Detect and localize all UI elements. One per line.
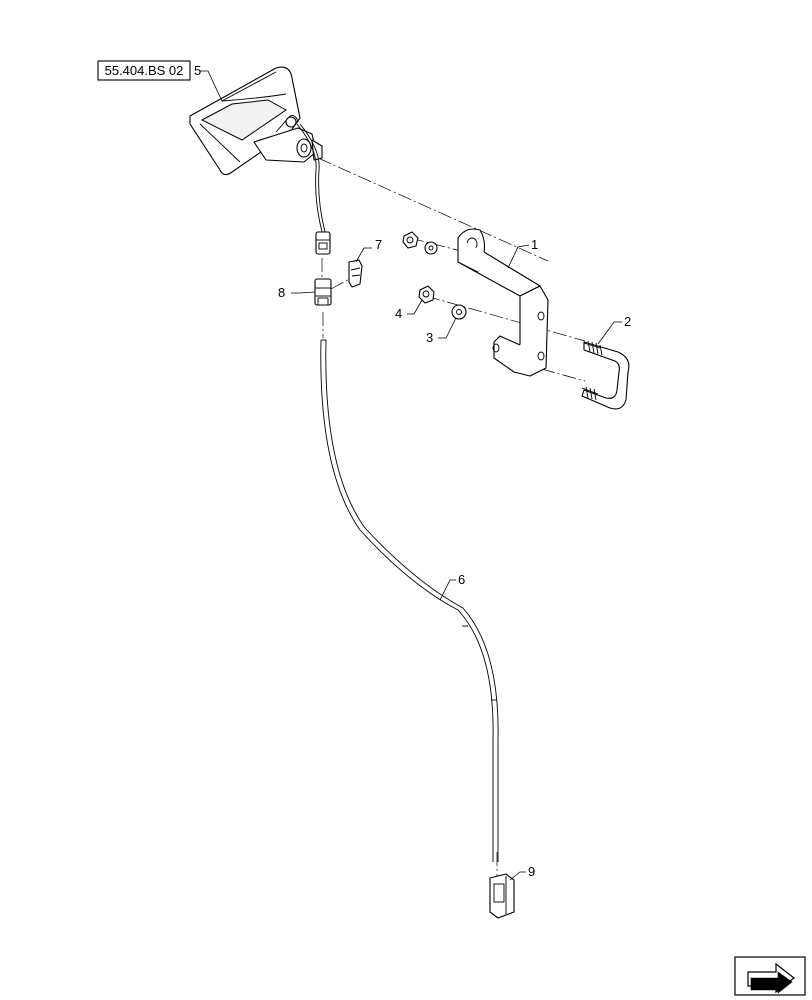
leader-lines — [200, 70, 622, 881]
callout-6: 6 — [458, 572, 465, 587]
callout-labels: 5 1 2 3 4 6 7 8 9 — [194, 63, 631, 879]
arrow-next-icon[interactable] — [734, 956, 806, 996]
callout-3: 3 — [426, 330, 433, 345]
lamp-lead-wire-outer — [299, 123, 326, 233]
washer-item-3 — [451, 304, 467, 320]
callout-8: 8 — [278, 285, 285, 300]
connector-item-8 — [314, 278, 332, 306]
mounting-bracket-item-1 — [457, 228, 549, 377]
callout-2: 2 — [624, 314, 631, 329]
reference-box[interactable] — [97, 60, 191, 81]
reference-link[interactable]: 55.404.BS 02 — [97, 60, 191, 81]
end-connector-item-9 — [489, 873, 515, 919]
callout-7: 7 — [375, 237, 382, 252]
nut-item-4 — [418, 285, 435, 304]
lamp-connector — [315, 231, 331, 255]
u-bolt-item-2 — [581, 340, 630, 410]
upper-hardware — [402, 231, 438, 255]
callout-9: 9 — [528, 864, 535, 879]
reference-label: 55.404.BS 02 — [105, 63, 184, 78]
callout-5: 5 — [194, 63, 201, 78]
callout-4: 4 — [395, 306, 402, 321]
work-lamp — [189, 66, 323, 176]
lamp-lead-wire — [296, 123, 323, 233]
callout-1: 1 — [531, 237, 538, 252]
harness-cable-item-6 — [320, 339, 499, 862]
connector-lock-item-7 — [348, 259, 363, 288]
